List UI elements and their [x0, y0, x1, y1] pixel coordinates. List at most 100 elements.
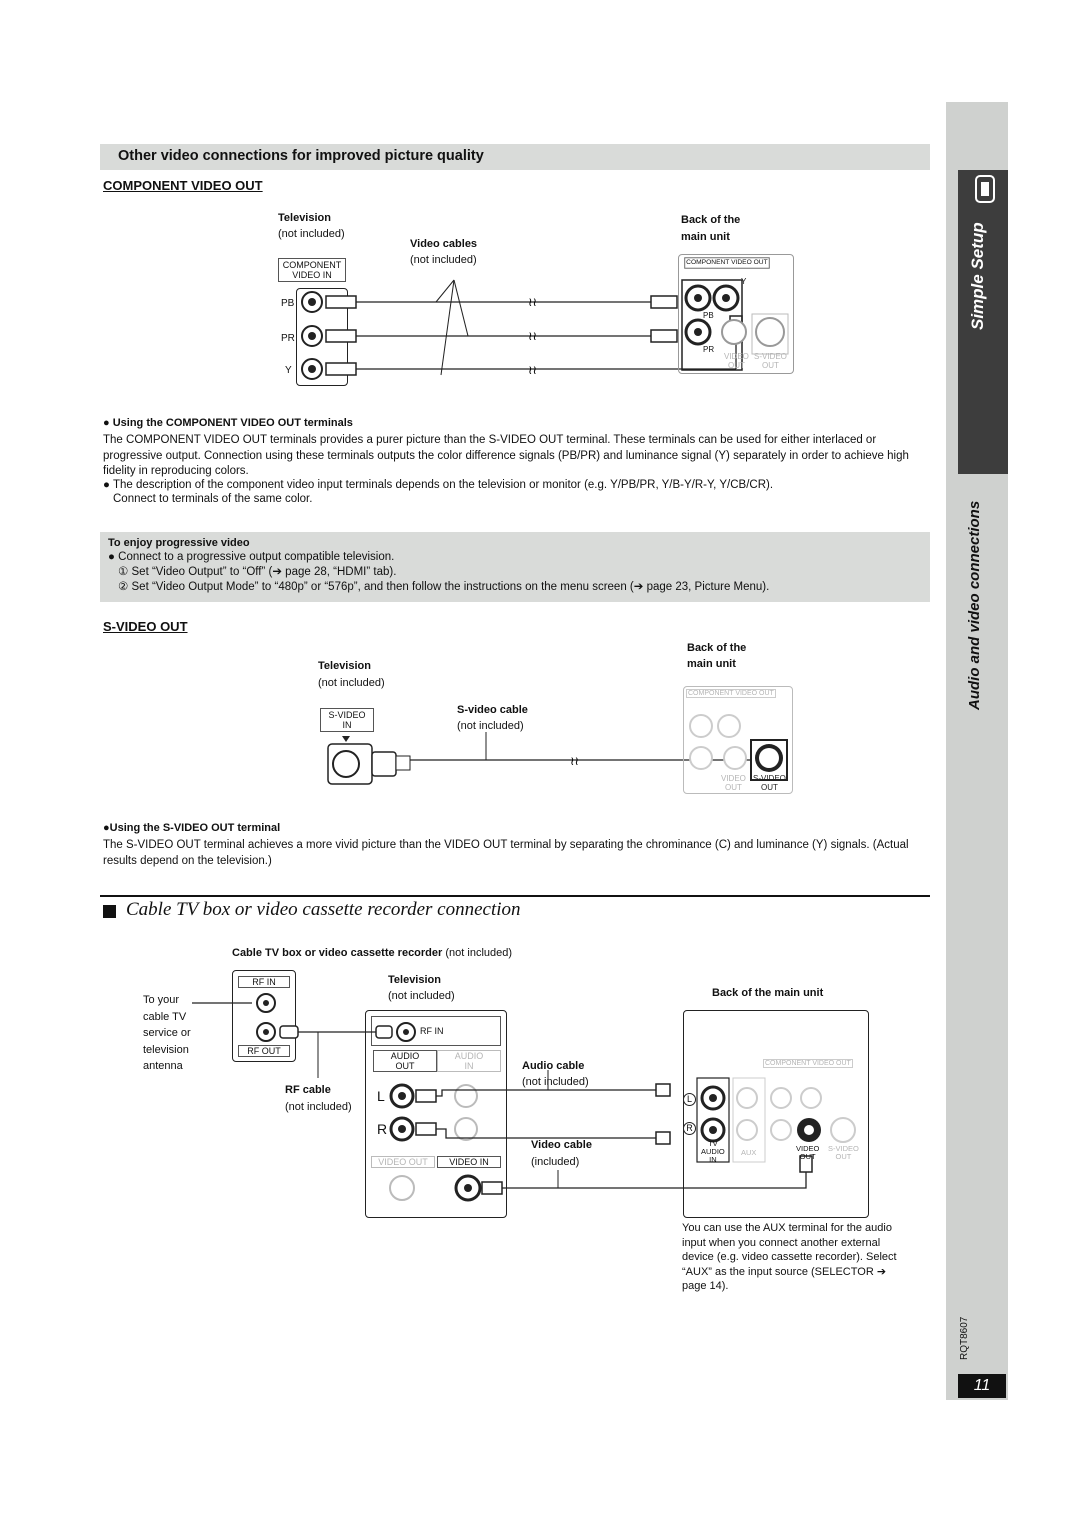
- svg-text:≀≀: ≀≀: [528, 295, 537, 309]
- rf-in-label: RF IN: [238, 976, 290, 988]
- tv-panel: [365, 1010, 507, 1218]
- cable-box-subtitle-rest: (not included): [445, 947, 513, 959]
- svideo-unit-jacks: [689, 714, 788, 781]
- video-cable-sub: (included): [531, 1156, 580, 1168]
- audio-cable-label: Audio cable: [522, 1060, 585, 1072]
- using-component-heading: ● Using the COMPONENT VIDEO OUT terminal…: [103, 417, 353, 429]
- rf-cable-sub: (not included): [285, 1101, 352, 1113]
- section-2-rule: [100, 895, 930, 897]
- component-paragraph-2b: Connect to terminals of the same color.: [113, 493, 313, 505]
- component-paragraph-2-text: The description of the component video i…: [112, 479, 774, 491]
- step-1-number: ①: [118, 566, 129, 578]
- bullet-icon: ●: [103, 479, 113, 491]
- page-number-text: 11: [973, 1377, 991, 1394]
- progressive-heading: To enjoy progressive video: [108, 537, 250, 549]
- svideo-in-label-1: S-VIDEO: [328, 710, 366, 720]
- pr-label: PR: [281, 333, 295, 344]
- cable-box-panel: [232, 970, 296, 1062]
- using-component-heading-text: Using the COMPONENT VIDEO OUT terminals: [112, 417, 353, 429]
- unit-l-marker: L: [683, 1093, 696, 1106]
- model-number: RQT8607: [959, 1316, 970, 1360]
- video-out-label-2: OUT: [728, 361, 745, 370]
- svg-text:≀≀: ≀≀: [528, 363, 537, 377]
- cable-tv-diagram-drawing: [192, 993, 813, 1202]
- component-paragraph-1: The COMPONENT VIDEO OUT terminals provid…: [103, 434, 909, 477]
- svideo-out-label: S-VIDEO OUT: [754, 352, 787, 370]
- video-out-label: VIDEO OUT: [724, 352, 749, 370]
- progressive-step-1-text: Set “Video Output” to “Off” (➔ page 28, …: [131, 566, 397, 578]
- component-video-in-label-2: VIDEO IN: [292, 270, 332, 280]
- component-video-in-label-1: COMPONENT: [282, 260, 342, 270]
- unit-back-panel: [678, 254, 794, 374]
- tv-rf-box: [371, 1016, 501, 1046]
- audio-cable-sub: (not included): [522, 1076, 589, 1088]
- bullet-icon: ●: [103, 822, 110, 834]
- cable-tv-sub: (not included): [388, 990, 455, 1002]
- main-video-out-1: VIDEO: [796, 1144, 820, 1153]
- l-label: L: [377, 1088, 385, 1104]
- audio-in-label-2: IN: [464, 1061, 474, 1071]
- svideo-tv-label: Television: [318, 660, 371, 672]
- svideo-back-1: Back of the: [687, 642, 747, 654]
- svideo-in-label-2: IN: [342, 720, 352, 730]
- antenna-line-1: To your: [143, 994, 180, 1006]
- antenna-line-4: television: [143, 1043, 189, 1056]
- pr-small-label: PR: [703, 345, 715, 354]
- tv-jack-pr: [301, 325, 323, 347]
- tv-label: Television: [278, 212, 331, 224]
- side-tab-dark-block: [958, 170, 1008, 474]
- progressive-step-2: ② Set “Video Output Mode” to “480p” or “…: [118, 580, 769, 596]
- audio-video-label: Audio and video connections: [966, 500, 983, 710]
- svideo-unit-panel: [683, 686, 793, 794]
- aux-note: You can use the AUX terminal for the aud…: [682, 1222, 897, 1293]
- main-comp-video-out: COMPONENT VIDEO OUT: [763, 1059, 853, 1068]
- step-2-number: ②: [118, 581, 129, 593]
- unit-jack-y: [684, 284, 712, 312]
- main-svideo-out-1: S-VIDEO: [828, 1144, 859, 1153]
- cable-tv-label: Television: [388, 974, 441, 986]
- tv-audio-in-3: IN: [709, 1155, 717, 1164]
- y-label: Y: [285, 365, 292, 376]
- pb-small-label: PB: [703, 311, 714, 320]
- svideo-paragraph: The S-VIDEO OUT terminal achieves a more…: [103, 839, 909, 867]
- svideo-video-out-2: OUT: [725, 783, 742, 792]
- unit-jacks-drawing: [681, 279, 789, 371]
- rf-out-label: RF OUT: [238, 1045, 290, 1057]
- tv-jack-y: [301, 358, 323, 380]
- antenna-line-5: antenna: [143, 1060, 183, 1072]
- back-label-2: main unit: [681, 231, 730, 243]
- tv-audio-in-label: TV AUDIO IN: [701, 1140, 725, 1164]
- svideo-out-label-2: OUT: [762, 361, 779, 370]
- component-paragraph-2: ● The description of the component video…: [103, 478, 933, 494]
- section-title: Other video connections for improved pic…: [118, 148, 484, 164]
- tv-audio-in-1: TV: [708, 1139, 718, 1148]
- svideo-tv-sub: (not included): [318, 677, 385, 689]
- using-svideo-heading: ●Using the S-VIDEO OUT terminal: [103, 822, 280, 834]
- component-video-out-heading: COMPONENT VIDEO OUT: [103, 178, 263, 193]
- svideo-svideo-out-2: OUT: [761, 783, 778, 792]
- progressive-box: [100, 532, 930, 602]
- progressive-bullet-text: Connect to a progressive output compatib…: [118, 551, 395, 563]
- rf-cable-label: RF cable: [285, 1084, 331, 1096]
- antenna-line-3: service or: [143, 1027, 191, 1039]
- progressive-bullet: ● Connect to a progressive output compat…: [108, 550, 394, 566]
- audio-out-label-1: AUDIO: [390, 1051, 420, 1061]
- svideo-video-out-1: VIDEO: [721, 774, 746, 783]
- svideo-back-2: main unit: [687, 658, 736, 670]
- bullet-icon: ●: [103, 417, 113, 429]
- bullet-icon: ●: [108, 551, 119, 563]
- back-label-1: Back of the: [681, 214, 741, 226]
- svideo-video-out: VIDEO OUT: [721, 774, 746, 792]
- tv-jack-pb: [301, 291, 323, 313]
- cable-box-subtitle-bold: Cable TV box or video cassette recorder: [232, 947, 443, 959]
- section-2-square-icon: [103, 905, 116, 918]
- using-svideo-heading-text: Using the S-VIDEO OUT terminal: [109, 822, 281, 834]
- simple-setup-label: Simple Setup: [968, 222, 987, 330]
- audio-in-label: AUDIO IN: [437, 1050, 501, 1072]
- back-main-unit-label: Back of the main unit: [712, 987, 824, 999]
- svideo-svideo-out-1: S-VIDEO: [753, 774, 786, 783]
- video-out-tv-label: VIDEO OUT: [371, 1156, 435, 1168]
- svideo-cable-label: S-video cable: [457, 704, 528, 716]
- aux-label: AUX: [741, 1148, 757, 1157]
- svideo-out-heading: S-VIDEO OUT: [103, 619, 188, 634]
